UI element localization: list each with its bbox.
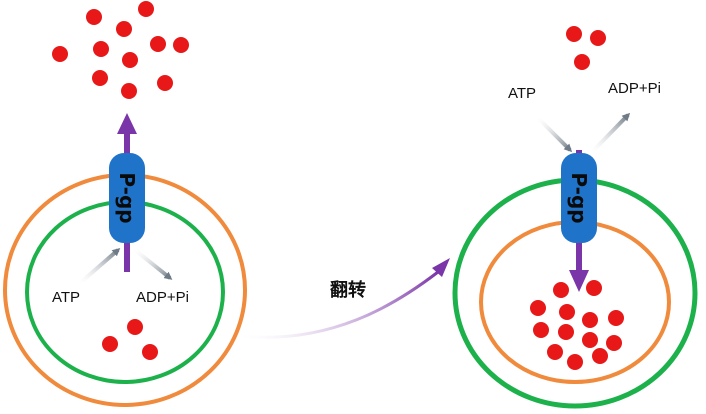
left-adp-arrow <box>133 248 173 280</box>
right-adp-arrow <box>590 112 631 154</box>
drug-particle <box>574 54 590 70</box>
right-efflux-arrowhead <box>569 270 589 292</box>
left-pgp-transporter <box>109 153 145 243</box>
drug-particle <box>93 41 109 57</box>
drug-particle <box>547 344 563 360</box>
drug-particle <box>566 26 582 42</box>
drug-particle <box>86 9 102 25</box>
left-pgp-label: P-gp <box>115 172 139 223</box>
drug-particle <box>582 312 598 328</box>
drug-particle <box>173 37 189 53</box>
right-extracellular-particles <box>566 26 606 70</box>
drug-particle <box>608 310 624 326</box>
drug-particle <box>592 348 608 364</box>
flip-transition: 翻转 <box>239 258 450 339</box>
drug-particle <box>138 1 154 17</box>
drug-particle <box>157 75 173 91</box>
flip-label: 翻转 <box>330 279 366 301</box>
drug-particle <box>122 52 138 68</box>
drug-particle <box>590 30 606 46</box>
left-intracellular-particles <box>102 319 158 360</box>
drug-particle <box>586 280 602 296</box>
right-cell: P-gp ATP ADP+Pi <box>452 80 698 409</box>
drug-particle <box>52 46 68 62</box>
left-cell: P-gp ATP ADP+Pi <box>3 113 247 407</box>
drug-particle <box>121 83 137 99</box>
left-extracellular-particles <box>52 1 189 99</box>
right-atp-label: ATP <box>508 85 536 102</box>
drug-particle <box>150 36 166 52</box>
drug-particle <box>102 336 118 352</box>
right-atp-arrow <box>536 116 573 153</box>
drug-particle <box>559 304 575 320</box>
right-pgp-transporter <box>561 153 597 243</box>
flip-arrowhead <box>432 258 450 277</box>
right-adp-label: ADP+Pi <box>608 80 661 97</box>
left-atp-arrow <box>78 248 121 285</box>
drug-particle <box>558 324 574 340</box>
drug-particle <box>127 319 143 335</box>
left-efflux-arrowhead <box>117 113 137 134</box>
drug-particle <box>116 21 132 37</box>
drug-particle <box>553 282 569 298</box>
drug-particle <box>142 344 158 360</box>
right-intracellular-particles <box>530 280 624 370</box>
right-pgp-label: P-gp <box>567 172 591 223</box>
drug-particle <box>567 354 583 370</box>
left-atp-label: ATP <box>52 289 80 306</box>
drug-particle <box>533 322 549 338</box>
flip-arrow-curve <box>239 270 439 339</box>
drug-particle <box>530 300 546 316</box>
drug-particle <box>582 332 598 348</box>
left-adp-label: ADP+Pi <box>136 289 189 306</box>
drug-particle <box>92 70 108 86</box>
drug-particle <box>606 335 622 351</box>
